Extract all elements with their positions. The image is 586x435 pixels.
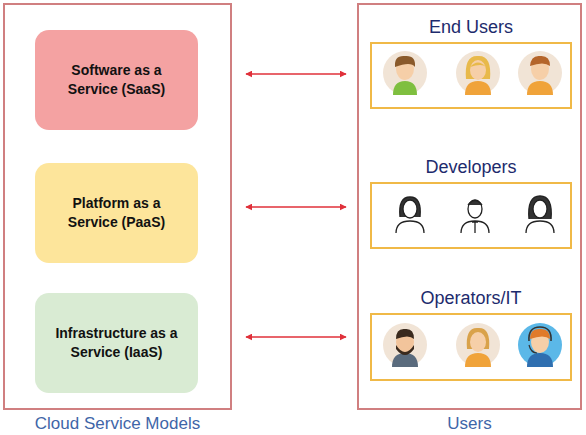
region-panel: Cloud Service ModelsSoftware as a Servic… [3,3,232,410]
end-user-avatar [456,51,500,95]
group-frame [370,42,572,109]
operator-avatar [383,323,427,367]
developer-figure [461,200,489,233]
user-group: Developers [370,154,572,249]
group-frame [370,313,572,381]
double-arrow [246,336,346,338]
double-arrow [246,73,346,75]
service-box: Software as a Service (SaaS) [35,30,198,130]
end-user-avatar [383,51,427,95]
panel-caption: Cloud Service Models [0,414,250,434]
service-label: Infrastructure as a Service (IaaS) [49,324,184,362]
double-arrow [246,206,346,208]
operator-avatar [518,323,562,367]
group-heading: Developers [370,154,572,182]
service-box: Infrastructure as a Service (IaaS) [35,293,198,393]
service-label: Platform as a Service (PaaS) [49,194,184,232]
panel-caption: Users [339,414,586,434]
user-group: End Users [370,14,572,109]
group-heading: End Users [370,14,572,42]
group-heading: Operators/IT [370,285,572,313]
region-panel: UsersEnd UsersDevelopersOperators/IT [357,3,582,410]
developer-figure [526,196,554,233]
service-box: Platform as a Service (PaaS) [35,163,198,263]
user-group: Operators/IT [370,285,572,381]
service-label: Software as a Service (SaaS) [49,61,184,99]
operator-avatar [456,323,500,367]
end-user-avatar [518,51,562,95]
developer-figure [396,197,424,233]
group-frame [370,182,572,249]
